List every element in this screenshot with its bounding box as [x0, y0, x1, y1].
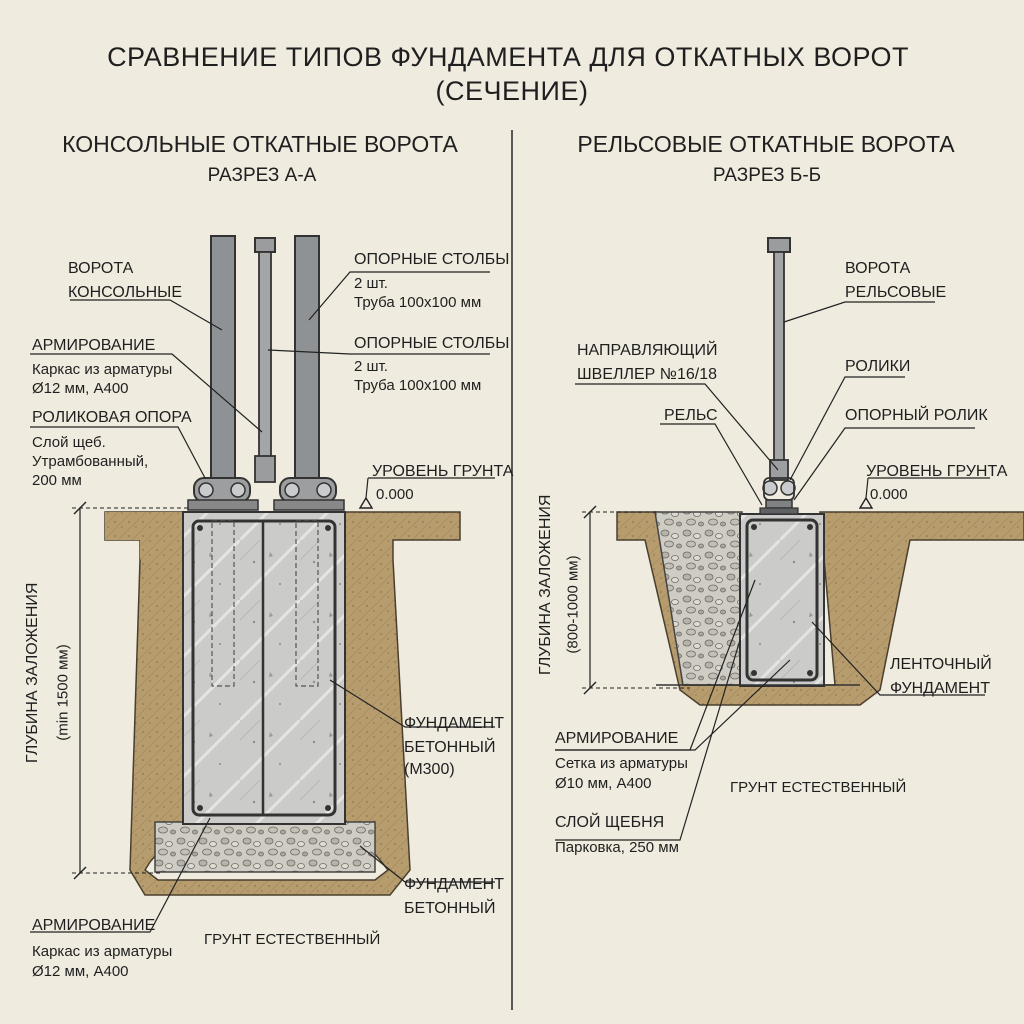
depth-value-right: (800-1000 мм): [564, 555, 582, 654]
depth-label-left: ГЛУБИНА ЗАЛОЖЕНИЯ: [24, 582, 41, 763]
roller-support-left-1: [187, 477, 259, 511]
posts-pipe-1: Труба 100х100 мм: [354, 294, 482, 311]
roller-support-line3: 200 мм: [32, 472, 82, 489]
roller-support-line1: Слой щеб.: [32, 434, 106, 451]
support-roller-label: ОПОРНЫЙ РОЛИК: [845, 407, 988, 424]
ground-level-left-value: 0.000: [376, 486, 414, 503]
post-left-1: [210, 235, 236, 497]
depth-label-right: ГЛУБИНА ЗАЛОЖЕНИЯ: [537, 494, 554, 675]
left-heading: КОНСОЛЬНЫЕ ОТКАТНЫЕ ВОРОТА: [62, 131, 458, 157]
channel-label-1: НАПРАВЛЯЮЩИЙ: [577, 342, 718, 359]
strip-foundation-label-1: ЛЕНТОЧНЫЙ: [890, 656, 992, 673]
ground-level-right: УРОВЕНЬ ГРУНТА: [866, 463, 1008, 480]
rebar-bottom-label: АРМИРОВАНИЕ: [32, 917, 156, 934]
soil-left: [104, 511, 461, 896]
gate-label-left-2: КОНСОЛЬНЫЕ: [68, 284, 182, 301]
rebar-right-size: Ø10 мм, А400: [555, 775, 652, 792]
gate-leaf-right: [773, 251, 785, 463]
foundation-label: ФУНДАМЕНТ: [404, 715, 504, 732]
soil-label-right: ГРУНТ ЕСТЕСТВЕННЫЙ: [730, 779, 907, 796]
foundation-bottom-type: БЕТОННЫЙ: [404, 900, 496, 917]
gravel-label: СЛОЙ ЩЕБНЯ: [555, 814, 665, 831]
rebar-bottom-desc: Каркас из арматуры: [32, 943, 173, 960]
posts-label-1: ОПОРНЫЕ СТОЛБЫ: [354, 251, 510, 268]
posts-count-2: 2 шт.: [354, 358, 388, 375]
main-title-line1: СРАВНЕНИЕ ТИПОВ ФУНДАМЕНТА ДЛЯ ОТКАТНЫХ …: [107, 42, 909, 72]
posts-label-2: ОПОРНЫЕ СТОЛБЫ: [354, 335, 510, 352]
rebar-right-label: АРМИРОВАНИЕ: [555, 730, 679, 747]
soil-label-left: ГРУНТ ЕСТЕСТВЕННЫЙ: [204, 931, 381, 948]
posts-count-1: 2 шт.: [354, 275, 388, 292]
gravel-base-left: [154, 821, 376, 873]
rebar-bottom-size: Ø12 мм, А400: [32, 963, 129, 980]
rail-section: [555, 237, 1024, 841]
rebar-right-desc: Сетка из арматуры: [555, 755, 688, 772]
foundation-grade: (М300): [404, 761, 455, 778]
gate-label-left-1: ВОРОТА: [68, 260, 134, 277]
strip-foundation-label-2: ФУНДАМЕНТ: [890, 680, 990, 697]
depth-value-left: (min 1500 мм): [54, 644, 72, 741]
ground-level-right-value: 0.000: [870, 486, 908, 503]
posts-pipe-2: Труба 100х100 мм: [354, 377, 482, 394]
post-left-2: [294, 235, 320, 497]
gate-label-right-1: ВОРОТА: [845, 260, 911, 277]
main-title-line2: (СЕЧЕНИЕ): [435, 76, 589, 106]
rail: [759, 507, 799, 515]
rebar-cage-left: [191, 519, 337, 817]
roller-support-line2: Утрамбованный,: [32, 453, 149, 470]
channel-label-2: ШВЕЛЛЕР №16/18: [577, 366, 717, 383]
foundation-bottom-label: ФУНДАМЕНТ: [404, 876, 504, 893]
roller-assembly-right: [759, 459, 799, 515]
rebar-top-desc: Каркас из арматуры: [32, 361, 173, 378]
gravel-desc: Парковка, 250 мм: [555, 839, 679, 856]
roller-support-left-2: [273, 477, 345, 511]
ground-level-left: УРОВЕНЬ ГРУНТА: [372, 463, 514, 480]
right-heading: РЕЛЬСОВЫЕ ОТКАТНЫЕ ВОРОТА: [577, 131, 955, 157]
rebar-top-label: АРМИРОВАНИЕ: [32, 337, 156, 354]
cantilever-section: [30, 235, 495, 933]
right-section-label: РАЗРЕЗ Б-Б: [712, 165, 822, 186]
strip-foundation: [739, 513, 825, 687]
roller-support-label: РОЛИКОВАЯ ОПОРА: [32, 409, 192, 426]
rebar-top-size: Ø12 мм, А400: [32, 380, 129, 397]
left-section-label: РАЗРЕЗ А-А: [207, 165, 317, 186]
gate-label-right-2: РЕЛЬСОВЫЕ: [845, 284, 947, 301]
rail-label: РЕЛЬС: [664, 407, 718, 424]
rollers-label: РОЛИКИ: [845, 358, 911, 375]
foundation-type: БЕТОННЫЙ: [404, 739, 496, 756]
